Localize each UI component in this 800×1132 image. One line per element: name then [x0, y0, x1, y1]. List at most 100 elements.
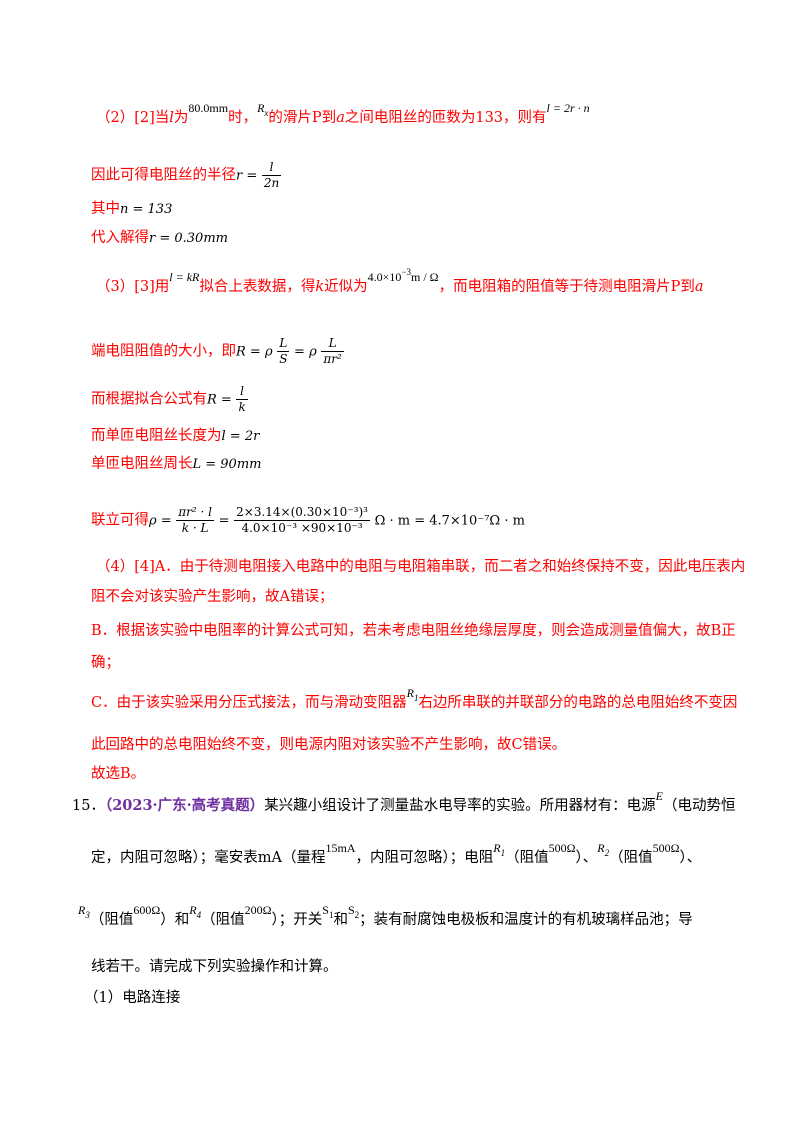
formula-L-90mm: L = 90mm — [192, 457, 262, 472]
text: 的滑片P到 — [268, 110, 337, 126]
text: 为 — [173, 110, 189, 126]
text: 单匝电阻丝周长 — [91, 456, 193, 472]
symbol-E: E — [655, 789, 663, 803]
numerator: l — [236, 384, 248, 400]
k-value-exponent: −3 — [401, 267, 412, 277]
n-line: 其中n = 133 — [91, 199, 172, 220]
text: （电动势恒 — [663, 798, 736, 814]
formula-n: n = 133 — [120, 202, 173, 217]
solve-line: 代入解得r = 0.30mm — [91, 228, 228, 249]
r2-symbol: R2 — [597, 841, 610, 858]
formula-rho: ρ = — [149, 513, 172, 529]
numerator: L — [321, 336, 344, 352]
r1-symbol: R1 — [407, 686, 419, 703]
numerator: 2×3.14×(0.30×10⁻³)³ — [234, 505, 370, 521]
r3-value: 600Ω — [133, 903, 161, 917]
r1-symbol: R1 — [493, 841, 506, 858]
denominator: S — [279, 352, 288, 366]
text: 代入解得 — [91, 230, 149, 246]
r1-subscript: 1 — [500, 848, 506, 858]
q15-line4: 线若干。请完成下列实验操作和计算。 — [91, 959, 338, 975]
text: 联立可得 — [91, 512, 149, 529]
s2-symbol: S2 — [347, 903, 360, 920]
formula-l-kR: l = kR — [169, 270, 200, 284]
numerator: πr² · l — [176, 505, 214, 521]
numerator: l — [261, 160, 282, 176]
rx-symbol: Rx — [257, 101, 268, 118]
text: 而根据拟合公式有 — [91, 391, 207, 408]
var-a: a — [336, 110, 345, 126]
formula-l-2rn: l = 2r · n — [546, 101, 590, 115]
s2-subscript: 2 — [354, 910, 360, 920]
var-k: k — [315, 279, 325, 295]
s1-symbol: S1 — [322, 903, 334, 920]
text: ，而电阻箱的阻值等于待测电阻滑片P到 — [438, 279, 695, 295]
text: 因此可得电阻丝的半径 — [91, 167, 236, 184]
text: 时， — [228, 110, 258, 126]
formula-R: R = — [207, 392, 232, 408]
r4-symbol: R4 — [189, 903, 202, 920]
r4-value: 200Ω — [244, 903, 272, 917]
text: 近似为 — [324, 279, 368, 295]
r1-letter: R — [493, 841, 501, 855]
part4-line3: B．根据该实验中电阻率的计算公式可知，若未考虑电阻丝绝缘层厚度，则会造成测量值偏… — [91, 623, 736, 639]
r3-subscript: 3 — [85, 910, 90, 920]
text: （阻值 — [609, 850, 653, 866]
part4-line7: 故选B。 — [91, 766, 146, 782]
part4-line1: （4）[4]A．由于待测电阻接入电路中的电阻与电阻箱串联，而二者之和始终保持不变… — [96, 559, 746, 575]
r1-value: 500Ω — [548, 841, 576, 855]
denominator: 4.0×10⁻³ ×90×10⁻³ — [241, 521, 363, 535]
text: ）；开关 — [271, 912, 323, 928]
part3-label: （3）[3]用 — [96, 279, 170, 295]
text: 之间电阻丝的匝数为133，则有 — [344, 110, 547, 126]
text: 拟合上表数据，得 — [199, 279, 316, 295]
s1-letter: S — [322, 903, 329, 917]
denominator: πr² — [323, 352, 342, 366]
text: 其中 — [91, 201, 120, 217]
k-value-base: 4.0×10 — [367, 270, 402, 284]
r3-letter: R — [78, 903, 86, 917]
s2-letter: S — [347, 903, 355, 917]
text: C．由于该实验采用分压式接法，而与滑动变阻器 — [91, 695, 407, 711]
text: ）、 — [575, 850, 598, 866]
r2-letter: R — [597, 841, 605, 855]
k-value-unit: m / Ω — [411, 270, 439, 284]
text: （阻值 — [201, 912, 245, 928]
r2-subscript: 2 — [604, 848, 610, 858]
text: ；装有耐腐蚀电极板和温度计的有机玻璃样品池；导 — [359, 912, 693, 928]
text: ）和 — [160, 912, 190, 928]
r4-subscript: 4 — [196, 910, 202, 920]
formula-eq-rho: = ρ — [294, 344, 317, 360]
part4-line5: C．由于该实验采用分压式接法，而与滑动变阻器R1右边所串联的并联部分的电路的总电… — [91, 686, 737, 718]
part3-line: （3）[3]用l = kR拟合上表数据，得k近似为4.0×10−3m / Ω，而… — [96, 267, 704, 297]
part2-line: （2）[2]当l为80.0mm时，Rx的滑片P到a之间电阻丝的匝数为133，则有… — [96, 101, 590, 133]
formula-R-rho: R = ρ — [236, 344, 273, 360]
question-number: 15． — [72, 798, 105, 814]
formula-l-2r: l = 2r — [221, 429, 260, 444]
denominator: 2n — [263, 176, 280, 190]
text: 和 — [333, 912, 348, 928]
length-value: 80.0mm — [188, 101, 229, 115]
s1-subscript: 1 — [328, 910, 334, 920]
text: 端电阻阻值的大小，即 — [91, 343, 236, 360]
equals: = — [218, 513, 230, 529]
r3-symbol: R3 — [78, 903, 90, 920]
text: 定，内阻可忽略）；毫安表mA（量程 — [91, 850, 326, 866]
text: （阻值 — [89, 912, 134, 928]
q15-line5: （1）电路连接 — [84, 990, 181, 1006]
part2-label: （2）[2]当 — [96, 110, 170, 126]
r1-subscript: 1 — [413, 693, 419, 703]
r4-letter: R — [189, 903, 197, 917]
text: 某兴趣小组设计了测量盐水电导率的实验。所用器材有：电源 — [264, 798, 656, 814]
formula-r-value: r = 0.30mm — [149, 231, 228, 246]
numerator: L — [277, 336, 290, 352]
q15-line2: 定，内阻可忽略）；毫安表mA（量程15mA，内阻可忽略）；电阻R1（阻值500Ω… — [91, 841, 701, 873]
denominator: k — [238, 400, 246, 414]
perimeter-line: 单匝电阻丝周长L = 90mm — [91, 454, 262, 475]
